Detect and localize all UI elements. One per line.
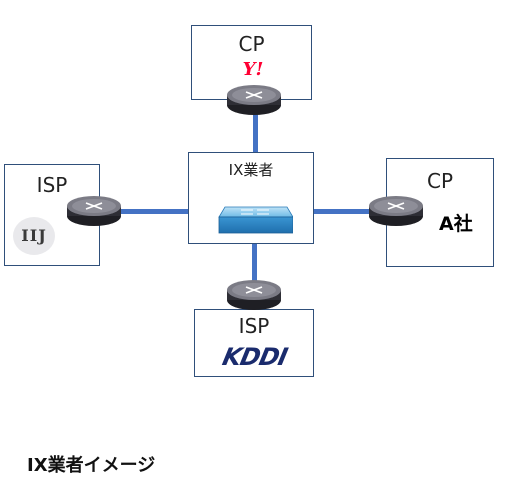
kddi-logo: KDDI (220, 343, 290, 371)
router-icon (369, 196, 423, 226)
cp-right-label: CP (426, 169, 454, 193)
isp-bottom-label: ISP (238, 314, 270, 338)
link-cp-top (253, 110, 258, 152)
yahoo-logo: Y! (242, 59, 264, 80)
link-cp-right (314, 209, 374, 214)
router-icon (67, 196, 121, 226)
router-icon (227, 280, 281, 310)
link-isp-left (118, 209, 188, 214)
isp-left-label: ISP (36, 173, 68, 197)
isp-bottom-box: ISP KDDI (194, 309, 314, 377)
diagram-caption: IX業者イメージ (27, 455, 156, 476)
link-isp-bottom (252, 244, 257, 284)
ix-box: IX業者 (188, 152, 314, 244)
cp-right-company: A社 (439, 213, 473, 235)
cp-top-label: CP (238, 32, 265, 56)
router-icon (227, 85, 281, 115)
ix-label: IX業者 (228, 161, 274, 179)
iij-logo: IIJ (13, 217, 55, 255)
switch-icon (218, 206, 293, 234)
